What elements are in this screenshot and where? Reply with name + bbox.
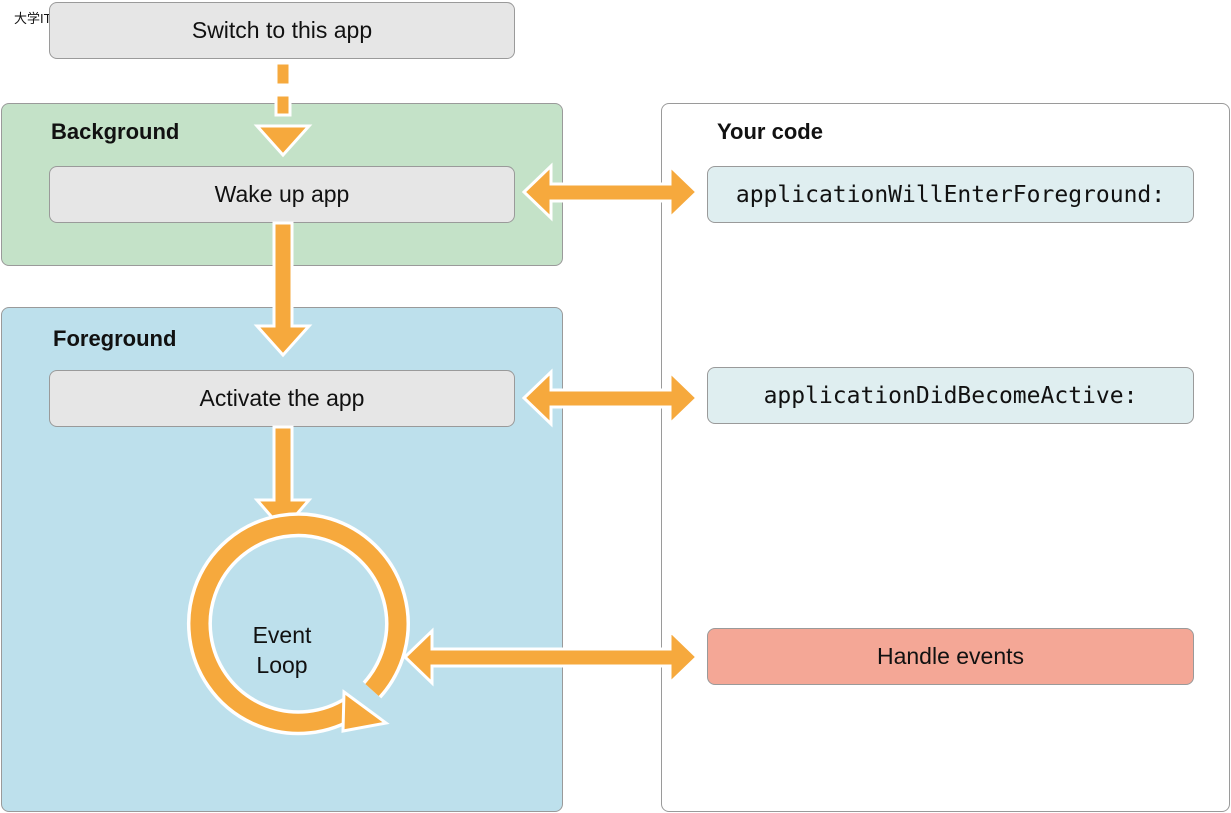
down-arrow-wake-to-activate: [253, 221, 313, 358]
double-arrow-handle-events: [402, 627, 700, 687]
switch-to-app-box: Switch to this app: [49, 2, 515, 59]
wake-up-app-label: Wake up app: [214, 181, 350, 207]
dashed-arrow-head: [253, 124, 313, 158]
activate-app-label: Activate the app: [199, 385, 365, 411]
switch-to-app-label: Switch to this app: [191, 17, 373, 43]
activate-app-box: Activate the app: [49, 370, 515, 427]
will-enter-foreground-label: applicationWillEnterForeground:: [735, 181, 1166, 208]
handle-events-label: Handle events: [876, 643, 1025, 669]
dashed-arrow-segment-2: [274, 93, 292, 117]
did-become-active-box: applicationDidBecomeActive:: [707, 367, 1194, 424]
your-code-title: Your code: [717, 119, 823, 144]
foreground-title: Foreground: [53, 326, 177, 351]
will-enter-foreground-box: applicationWillEnterForeground:: [707, 166, 1194, 223]
background-title: Background: [51, 119, 180, 144]
event-loop-line-1: Event: [252, 622, 312, 648]
did-become-active-label: applicationDidBecomeActive:: [763, 382, 1138, 409]
double-arrow-did-become-active: [521, 368, 700, 428]
event-loop-ring: [186, 512, 410, 736]
event-loop-label: Event Loop: [222, 620, 342, 680]
dashed-arrow-segment-1: [274, 61, 292, 87]
handle-events-box: Handle events: [707, 628, 1194, 685]
event-loop-line-2: Loop: [256, 652, 308, 678]
double-arrow-will-enter-foreground: [521, 162, 700, 222]
event-loop-arrow-head: [341, 689, 390, 733]
